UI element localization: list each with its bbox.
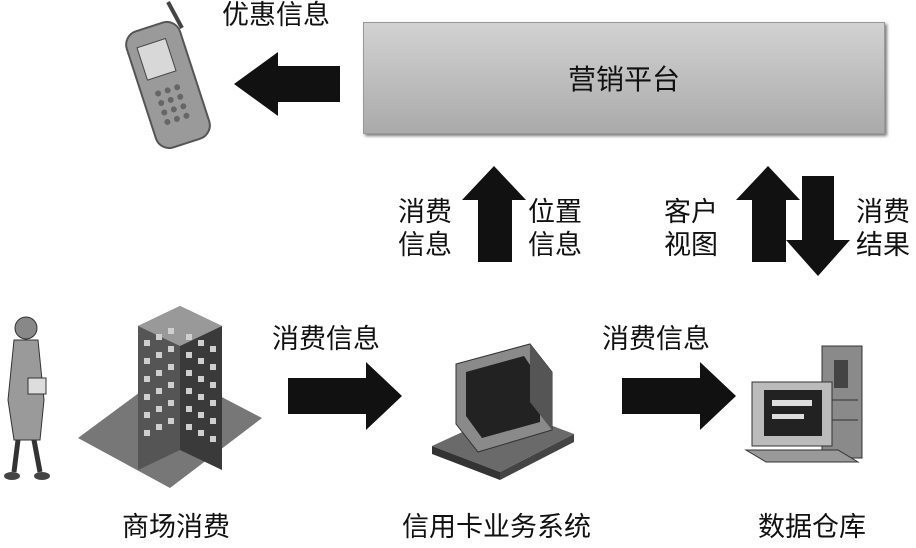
arrow-mall-to-system — [288, 362, 402, 430]
card-system-label: 信用卡业务系统 — [402, 512, 591, 543]
arrow-system-to-warehouse — [622, 362, 736, 430]
mobile-phone-icon — [125, 1, 211, 150]
building-icon — [78, 306, 262, 488]
promo-info-label: 优惠信息 — [222, 0, 330, 31]
consume-result-line-1: 消费 — [856, 197, 910, 228]
location-info-line-2: 信息 — [528, 230, 582, 261]
marketing-platform-label: 营销平台 — [567, 63, 680, 96]
arrow-up-left — [462, 166, 526, 262]
mall-consume-label: 商场消费 — [122, 512, 230, 543]
data-warehouse-label: 数据仓库 — [758, 512, 866, 543]
customer-view-line-1: 客户 — [664, 197, 718, 228]
marketing-platform-box: 营销平台 — [363, 22, 885, 134]
location-info-line-1: 位置 — [528, 197, 582, 228]
computer-terminal-icon — [432, 343, 574, 480]
consume-info-right-label: 消费信息 — [602, 324, 710, 355]
consume-info-line-1: 消费 — [398, 197, 452, 228]
consume-result-line-2: 结果 — [856, 230, 910, 261]
consume-info-mid-label: 消费信息 — [272, 324, 380, 355]
customer-figure-icon — [4, 316, 50, 480]
consume-result-label: 消费 结果 — [856, 196, 910, 262]
customer-view-line-2: 视图 — [664, 230, 718, 261]
location-info-label: 位置 信息 — [528, 196, 582, 262]
data-warehouse-icon — [744, 345, 863, 463]
consume-info-vertical-label: 消费 信息 — [398, 196, 452, 262]
arrow-up-right — [736, 166, 800, 262]
customer-view-label: 客户 视图 — [664, 196, 718, 262]
consume-info-line-2: 信息 — [398, 230, 452, 261]
arrow-down-right — [786, 176, 850, 276]
arrow-to-phone — [234, 52, 340, 116]
